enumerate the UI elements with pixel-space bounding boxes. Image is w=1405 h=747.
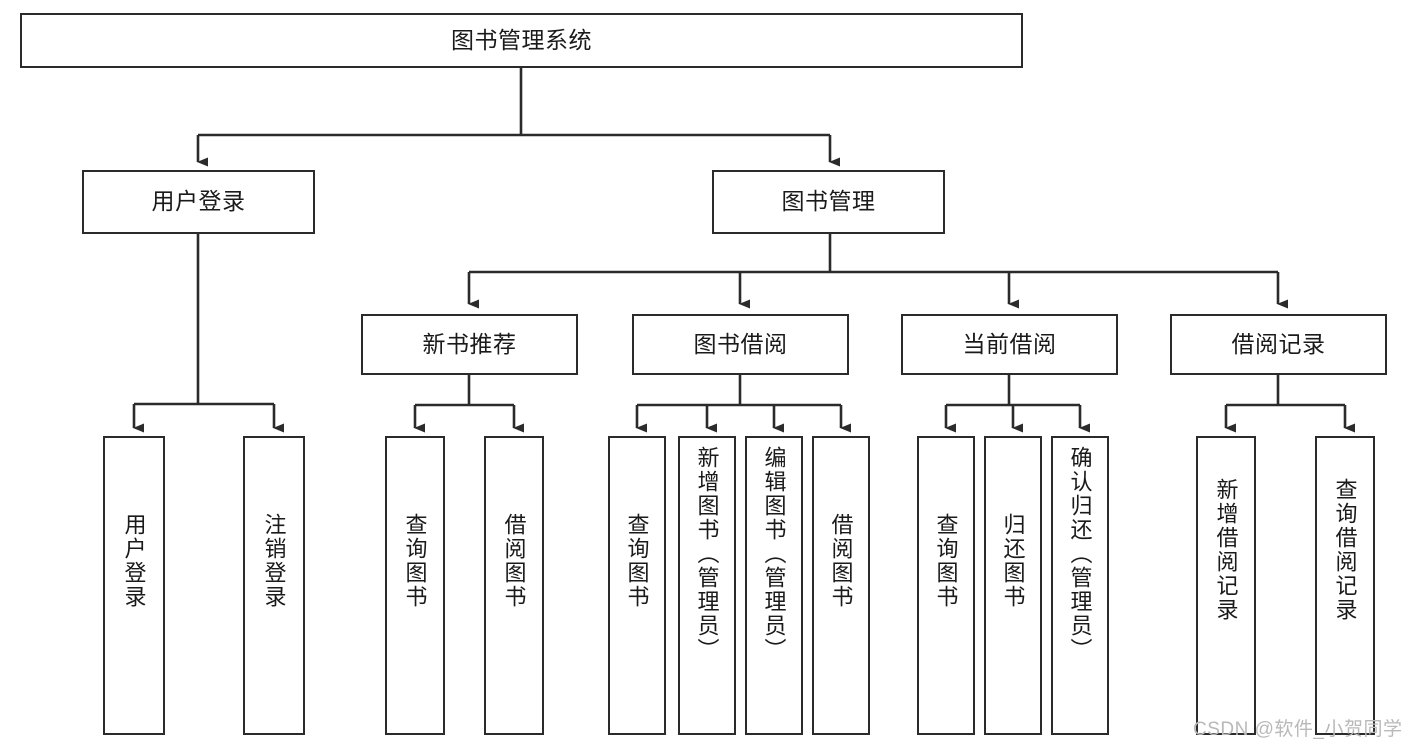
node-label: 借阅图书: [501, 513, 527, 609]
node-borrow-record[interactable]: 借阅记录: [1170, 314, 1387, 375]
node-label: 确认归还（管理员）: [1067, 446, 1093, 662]
edges-root-to-level2: [196, 68, 840, 167]
leaf-node-borrow-book[interactable]: 借阅图书: [812, 436, 870, 735]
node-label: 新增借阅记录: [1213, 478, 1239, 622]
leaf-node-user-login[interactable]: 用户登录: [103, 436, 165, 735]
node-label: 查询借阅记录: [1332, 478, 1358, 622]
leaf-node-query-book-current[interactable]: 查询图书: [917, 436, 975, 735]
node-label: 用户登录: [151, 188, 246, 215]
edges-newbook-to-leaves: [413, 375, 524, 433]
node-current-borrow[interactable]: 当前借阅: [901, 314, 1118, 375]
leaf-node-return-book[interactable]: 归还图书: [984, 436, 1042, 735]
node-book-borrow[interactable]: 图书借阅: [632, 314, 849, 375]
edges-userlogin-to-leaves: [132, 234, 284, 433]
leaf-node-query-book-recommend[interactable]: 查询图书: [385, 436, 445, 735]
node-label: 注销登录: [261, 513, 287, 609]
node-label: 新书推荐: [422, 330, 517, 357]
node-label: 借阅记录: [1231, 330, 1326, 357]
leaf-node-borrow-book-recommend[interactable]: 借阅图书: [484, 436, 544, 735]
edges-bookborrow-to-leaves: [635, 375, 851, 433]
node-label: 查询图书: [402, 513, 428, 609]
node-label: 图书管理系统: [451, 26, 592, 53]
node-new-book-recommend[interactable]: 新书推荐: [361, 314, 578, 375]
node-book-manage[interactable]: 图书管理: [712, 170, 945, 234]
node-label: 当前借阅: [962, 330, 1057, 357]
edges-borrowrecord-to-leaves: [1224, 375, 1355, 433]
leaf-node-user-logout[interactable]: 注销登录: [243, 436, 305, 735]
node-label: 图书借阅: [693, 330, 788, 357]
node-root-book-management-system[interactable]: 图书管理系统: [20, 13, 1023, 68]
edges-currentborrow-to-leaves: [944, 375, 1090, 433]
leaf-node-confirm-return[interactable]: 确认归还（管理员）: [1051, 436, 1109, 735]
edges-bookmanage-to-level3: [467, 234, 1288, 309]
node-label: 编辑图书（管理员）: [761, 446, 787, 662]
node-user-login[interactable]: 用户登录: [82, 170, 315, 234]
node-label: 用户登录: [121, 513, 147, 609]
leaf-node-query-book-borrow[interactable]: 查询图书: [608, 436, 666, 735]
csdn-watermark: CSDN @软件_小贺同学: [1193, 719, 1403, 740]
leaf-node-query-borrow-record[interactable]: 查询借阅记录: [1315, 436, 1375, 735]
node-label: 借阅图书: [828, 513, 854, 609]
node-label: 新增图书（管理员）: [694, 446, 720, 662]
leaf-node-add-book[interactable]: 新增图书（管理员）: [678, 436, 736, 735]
node-label: 查询图书: [933, 513, 959, 609]
node-label: 归还图书: [1000, 513, 1026, 609]
node-label: 查询图书: [624, 513, 650, 609]
node-label: 图书管理: [781, 188, 876, 215]
leaf-node-add-borrow-record[interactable]: 新增借阅记录: [1196, 436, 1256, 735]
leaf-node-edit-book[interactable]: 编辑图书（管理员）: [745, 436, 803, 735]
